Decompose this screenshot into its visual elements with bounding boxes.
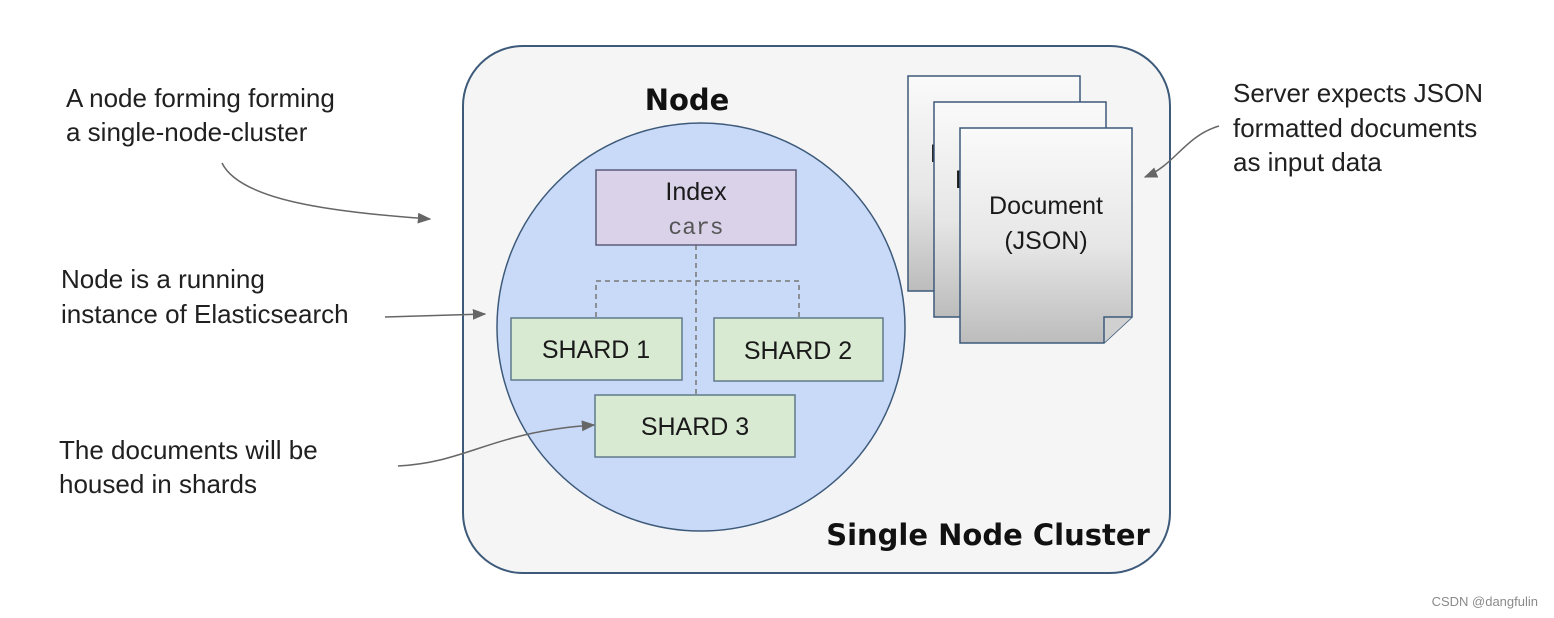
json-note-arrow: [1143, 125, 1220, 178]
shard-1-box: SHARD 1: [510, 317, 683, 381]
cluster-note-arrow: [221, 162, 432, 224]
document-page-front: Document (JSON): [959, 127, 1133, 344]
node-title: Node: [645, 83, 730, 117]
shards-note-line2: housed in shards: [59, 469, 257, 499]
node-note-line2: instance of Elasticsearch: [61, 299, 349, 329]
shard-1-label: SHARD 1: [542, 336, 650, 364]
index-shard-connectors: [595, 245, 800, 395]
document-stack: D D Document (JSON): [907, 75, 1133, 344]
json-note-line1: Server expects JSON: [1233, 78, 1483, 108]
node-annotation: Node is a running instance of Elasticsea…: [61, 264, 487, 329]
index-name: cars: [668, 215, 723, 241]
shards-note-arrow: [397, 420, 596, 467]
cluster-note-line1: A node forming forming: [66, 83, 335, 113]
cluster-annotation: A node forming forming a single-node-clu…: [66, 83, 432, 224]
watermark: CSDN @dangfulin: [1432, 594, 1538, 609]
shard-2-label: SHARD 2: [744, 337, 852, 365]
shards-annotation: The documents will be housed in shards: [59, 420, 596, 499]
json-annotation: Server expects JSON formatted documents …: [1143, 78, 1483, 178]
document-label-line1: Document: [989, 192, 1103, 220]
json-note-line2: formatted documents: [1233, 113, 1477, 143]
cluster-note-line2: a single-node-cluster: [66, 117, 308, 147]
shards-note-line1: The documents will be: [59, 435, 318, 465]
json-note-line3: as input data: [1233, 147, 1382, 177]
cluster-label: Single Node Cluster: [826, 518, 1150, 552]
node-note-arrow: [384, 308, 487, 320]
shard-2-box: SHARD 2: [713, 317, 884, 382]
shard-3-label: SHARD 3: [641, 413, 749, 441]
document-label-line2: (JSON): [1004, 227, 1087, 255]
index-box: Index cars: [595, 169, 797, 246]
index-label: Index: [665, 178, 727, 206]
node-note-line1: Node is a running: [61, 264, 265, 294]
shard-3-box: SHARD 3: [594, 394, 796, 458]
